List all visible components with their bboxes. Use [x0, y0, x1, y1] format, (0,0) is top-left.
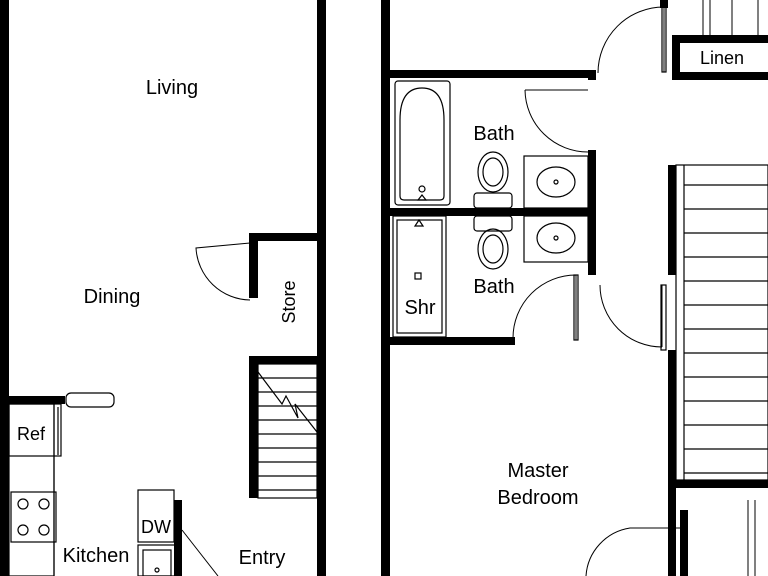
burner-3 [17, 524, 29, 536]
toilet-upper-tank [473, 192, 513, 209]
wall-linen-top [672, 35, 768, 43]
label-bath-lower: Bath [473, 276, 514, 298]
wall-stair2-bottom [668, 480, 768, 488]
wall-bath-right-upper [588, 150, 596, 275]
toilet-lower-tank [473, 215, 513, 232]
kitchen-sink-drain [154, 567, 160, 573]
bathtub-inner [399, 87, 445, 201]
sink-upper-drain [553, 179, 559, 185]
wall-left-outer [0, 0, 9, 400]
wall-store-left-lower [249, 358, 258, 498]
wall-store-left [249, 233, 258, 298]
bathtub-drain [418, 185, 426, 193]
door-hall-right-leaf [660, 284, 667, 351]
stairs-right [675, 164, 768, 481]
wall-store-top [249, 233, 326, 241]
door-bath-lower-leaf [573, 274, 579, 341]
wall-stair2-left [668, 165, 676, 275]
stairs-break-line [257, 371, 318, 433]
kitchen-sink [137, 544, 177, 576]
label-store: Store [279, 280, 299, 323]
room-labels: Living Dining Store Ref Kitchen DW Entry… [17, 48, 744, 569]
wall-top-right [660, 0, 668, 8]
door-master [585, 527, 680, 576]
fridge-handle [65, 392, 115, 408]
door-top [597, 6, 665, 74]
toilet-lower-seat [482, 234, 504, 264]
sink-lower [536, 222, 576, 254]
vanity-upper [523, 155, 589, 209]
toilet-lower-bowl [477, 228, 509, 270]
label-bath-upper: Bath [473, 123, 514, 145]
wall-center-left [317, 0, 326, 235]
stairs-entry-frame [257, 363, 318, 499]
doors [181, 0, 759, 576]
label-kitchen: Kitchen [63, 545, 130, 567]
wall-stair2-left-lower [668, 350, 676, 576]
wall-linen-bottom [672, 72, 768, 80]
burner-1 [17, 498, 29, 510]
wall-bath-top [381, 70, 596, 78]
wall-closet-left [680, 510, 688, 576]
label-master-line2: Bedroom [497, 487, 578, 509]
sink-lower-drain [553, 235, 559, 241]
kitchen-sink-basin [142, 549, 172, 576]
stairs-right-frame [675, 164, 768, 481]
toilet-upper-bowl [477, 151, 509, 193]
door-top-leaf [661, 6, 667, 73]
stairs-entry [257, 363, 318, 499]
label-living: Living [146, 77, 198, 99]
label-master-line1: Master [507, 460, 568, 482]
door-store [195, 242, 251, 301]
stairs-right-treads [683, 165, 768, 480]
door-linen-top [702, 0, 759, 35]
wall-center-right [381, 0, 390, 576]
stove [10, 491, 57, 543]
label-entry: Entry [239, 547, 286, 569]
door-hall-right [599, 284, 663, 348]
wall-bath-mid [381, 208, 596, 216]
bathtub-faucet [416, 194, 428, 201]
label-linen: Linen [700, 48, 744, 68]
burner-4 [38, 524, 50, 536]
door-bath-lower [512, 274, 577, 340]
vanity-lower [523, 215, 589, 263]
burner-2 [38, 498, 50, 510]
sink-upper [536, 166, 576, 198]
label-dining: Dining [84, 286, 141, 308]
door-closet-right [747, 500, 756, 576]
label-shr: Shr [404, 297, 435, 319]
bath-fixtures [392, 80, 589, 338]
wall-bath-right-top [588, 70, 596, 80]
wall-bath-bottom [381, 337, 515, 345]
wall-kitchen-top [0, 396, 65, 404]
wall-stair-right [317, 233, 326, 576]
wall-store-bottom [249, 356, 326, 364]
shower [392, 215, 447, 338]
label-dw: DW [141, 517, 171, 537]
wall-linen-left [672, 35, 680, 80]
refrigerator [8, 403, 62, 457]
bathtub [394, 80, 451, 206]
dishwasher [137, 489, 175, 543]
wall-dw-left [174, 500, 182, 576]
door-entry [181, 529, 219, 576]
shower-head [413, 218, 425, 227]
kitchen-fixtures [8, 392, 177, 576]
door-bath-upper [524, 89, 589, 153]
toilet-upper-seat [482, 157, 504, 187]
stairs-entry-treads [258, 377, 317, 491]
shower-drain [414, 272, 422, 280]
label-ref: Ref [17, 424, 46, 444]
wall-left-kitchen [0, 400, 9, 576]
